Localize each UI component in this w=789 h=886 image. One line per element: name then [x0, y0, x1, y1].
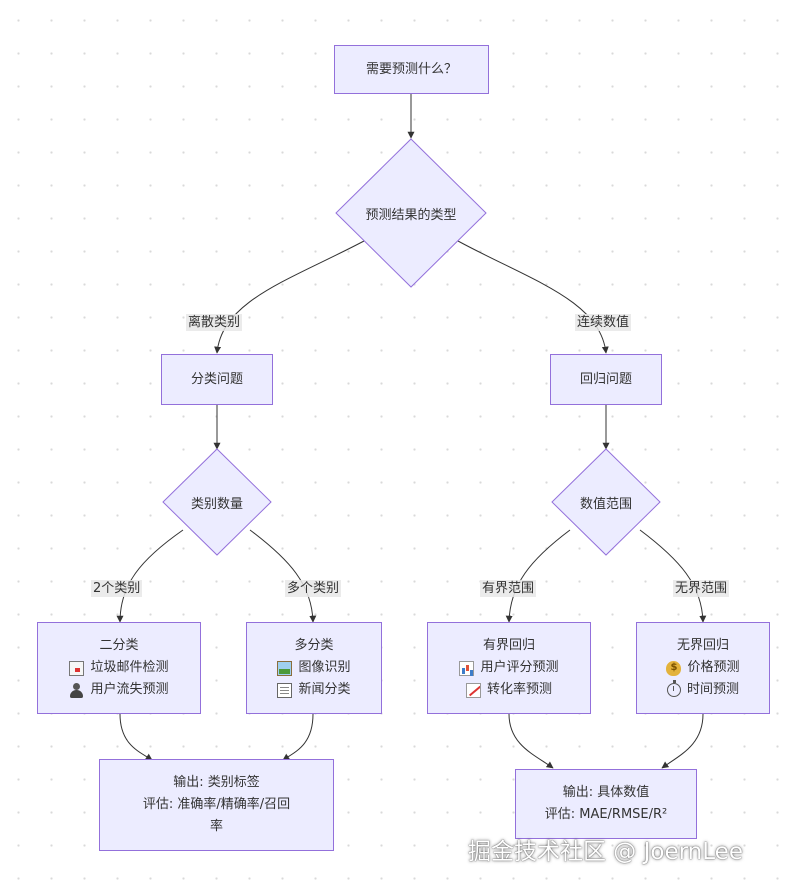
multi-item-news-text: 新闻分类: [298, 682, 351, 697]
binary-item-churn: 用户流失预测: [69, 679, 169, 701]
watermark: 掘金技术社区 @ JoernLee: [468, 839, 743, 865]
regression-output-node: 输出: 具体数值 评估: MAE/RMSE/R²: [515, 769, 697, 839]
bounded-item-rating: 用户评分预测: [459, 657, 559, 679]
classification-label: 分类问题: [190, 371, 243, 387]
trend-chart-icon: [465, 682, 481, 698]
envelope-icon: [69, 660, 85, 676]
class-output-line1: 输出: 类别标签: [173, 775, 260, 790]
edge-label-unbounded: 无界范围: [673, 580, 730, 597]
multi-classification-node: 多分类 图像识别 新闻分类: [246, 622, 382, 714]
unbounded-item-price: 价格预测: [666, 657, 740, 679]
edge-label-many-classes: 多个类别: [285, 580, 342, 597]
stopwatch-icon: [666, 680, 681, 697]
decision-diamond-value-range: [551, 448, 661, 556]
bounded-title: 有界回归: [482, 638, 535, 653]
classification-node: 分类问题: [161, 354, 273, 405]
binary-item-spam-text: 垃圾邮件检测: [90, 660, 169, 675]
unbounded-item-price-text: 价格预测: [687, 660, 740, 675]
result-type-decision: 预测结果的类型: [336, 139, 486, 287]
unbounded-item-time: 时间预测: [666, 679, 739, 701]
regression-label: 回归问题: [579, 371, 632, 387]
edge-label-two-classes: 2个类别: [91, 580, 143, 597]
class-count-decision: 类别数量: [163, 449, 271, 555]
class-output-line3: 率: [209, 819, 223, 834]
edge-label-continuous: 连续数值: [575, 314, 632, 331]
decision-diamond-class-count: [162, 448, 272, 556]
class-count-label: 类别数量: [190, 496, 243, 512]
unbounded-title: 无界回归: [676, 638, 729, 653]
multi-item-image-text: 图像识别: [298, 660, 351, 675]
picture-icon: [277, 660, 293, 676]
bounded-item-conversion: 转化率预测: [465, 679, 552, 701]
unbounded-regression-node: 无界回归 价格预测 时间预测: [636, 622, 770, 714]
value-range-label: 数值范围: [579, 496, 632, 512]
binary-title: 二分类: [99, 638, 139, 653]
bounded-item-conversion-text: 转化率预测: [486, 682, 552, 697]
value-range-decision: 数值范围: [552, 449, 660, 555]
reg-output-line2: 评估: MAE/RMSE/R²: [544, 807, 668, 822]
person-icon: [69, 682, 84, 698]
start-node: 需要预测什么？: [334, 45, 489, 94]
multi-item-image: 图像识别: [277, 657, 351, 679]
edge-label-discrete: 离散类别: [186, 314, 243, 331]
bar-chart-icon: [459, 660, 475, 676]
multi-title: 多分类: [294, 638, 334, 653]
class-output-line2: 评估: 准确率/精确率/召回: [142, 797, 291, 812]
classification-output-node: 输出: 类别标签 评估: 准确率/精确率/召回 率: [99, 759, 334, 851]
result-type-label: 预测结果的类型: [365, 207, 457, 223]
binary-item-churn-text: 用户流失预测: [90, 682, 169, 697]
start-node-label: 需要预测什么？: [365, 61, 457, 77]
decision-diamond-result-type: [335, 138, 487, 288]
money-bag-icon: [666, 660, 682, 676]
binary-classification-node: 二分类 垃圾邮件检测 用户流失预测: [37, 622, 201, 714]
bounded-item-rating-text: 用户评分预测: [480, 660, 559, 675]
reg-output-line1: 输出: 具体数值: [562, 785, 650, 800]
edge-label-bounded: 有界范围: [480, 580, 537, 597]
bounded-regression-node: 有界回归 用户评分预测 转化率预测: [427, 622, 591, 714]
newspaper-icon: [277, 682, 293, 698]
multi-item-news: 新闻分类: [277, 679, 351, 701]
regression-node: 回归问题: [550, 354, 662, 405]
unbounded-item-time-text: 时间预测: [686, 682, 739, 697]
binary-item-spam: 垃圾邮件检测: [69, 657, 169, 679]
